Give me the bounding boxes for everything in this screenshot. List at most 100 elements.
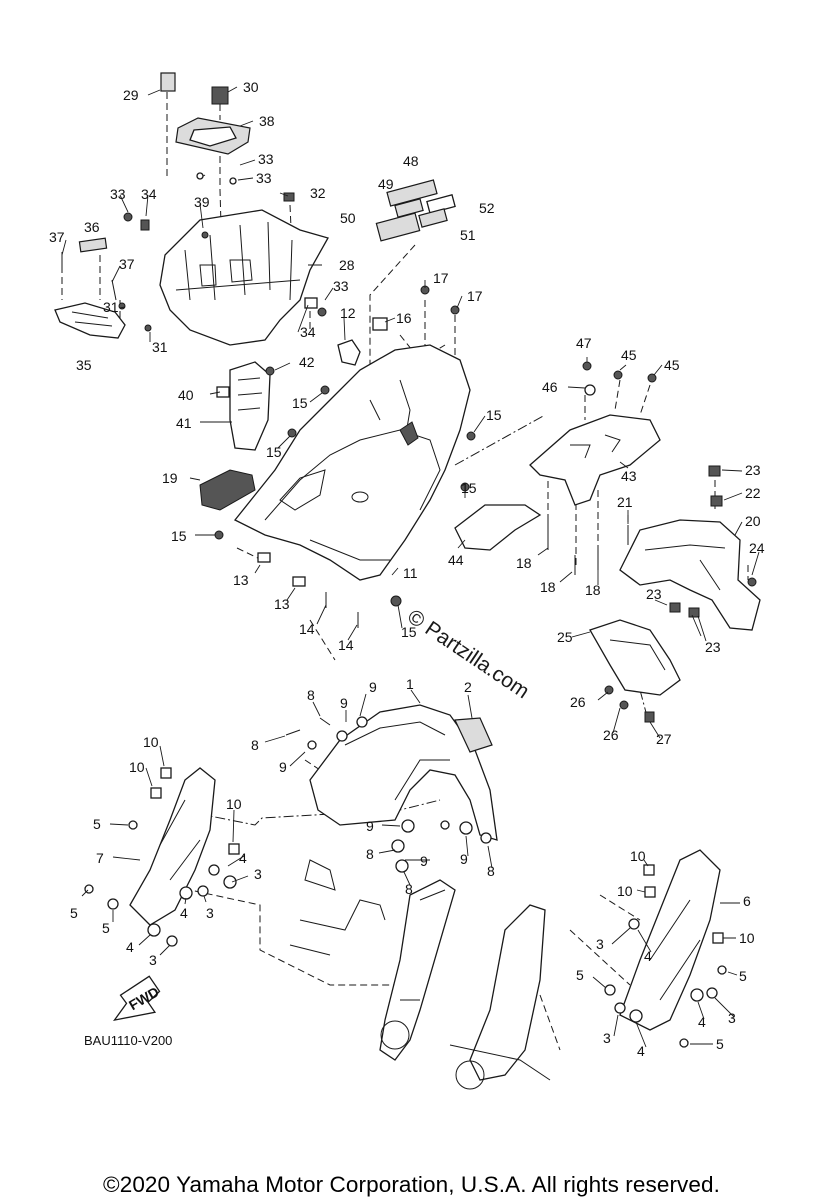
callout: 3 <box>254 866 262 882</box>
part-44-bracket <box>454 504 542 551</box>
callout: 5 <box>93 816 101 832</box>
part-29-pad <box>160 72 176 92</box>
callout: 27 <box>656 731 672 747</box>
callout: 10 <box>630 848 646 864</box>
callout: 17 <box>467 288 483 304</box>
callout: 9 <box>366 818 374 834</box>
callout: 46 <box>542 379 558 395</box>
callout: 10 <box>617 883 633 899</box>
callout: 9 <box>279 759 287 775</box>
callout: 8 <box>251 737 259 753</box>
callout: 45 <box>664 357 680 373</box>
callout: 3 <box>596 936 604 952</box>
callout: 5 <box>102 920 110 936</box>
callout: 9 <box>460 851 468 867</box>
callout: 18 <box>585 582 601 598</box>
callout: 4 <box>180 905 188 921</box>
callout: 39 <box>194 194 210 210</box>
callout: 44 <box>448 552 464 568</box>
callout: 13 <box>274 596 290 612</box>
callout: 4 <box>698 1014 706 1030</box>
callout: 40 <box>178 387 194 403</box>
callout: 35 <box>76 357 92 373</box>
part-12-clip <box>337 339 361 366</box>
callout: 15 <box>461 480 477 496</box>
callout: 31 <box>103 299 119 315</box>
callout: 49 <box>378 176 394 192</box>
callout: 5 <box>716 1036 724 1052</box>
callout: 21 <box>617 494 633 510</box>
callout: 15 <box>171 528 187 544</box>
callout: 33 <box>258 151 274 167</box>
fwd-arrow: FWD <box>112 975 162 1022</box>
copyright-footer: ©2020 Yamaha Motor Corporation, U.S.A. A… <box>103 1172 720 1197</box>
callout: 32 <box>310 185 326 201</box>
callout: 5 <box>576 967 584 983</box>
callout: 47 <box>576 335 592 351</box>
callout: 8 <box>307 687 315 703</box>
callout: 37 <box>49 229 65 245</box>
fork-covers <box>129 767 721 1031</box>
callout: 3 <box>603 1030 611 1046</box>
callout: 23 <box>745 462 761 478</box>
callout: 7 <box>96 850 104 866</box>
hardware <box>61 172 757 723</box>
callout: 29 <box>123 87 139 103</box>
callout: 26 <box>570 694 586 710</box>
callout: 5 <box>70 905 78 921</box>
callout: 14 <box>338 637 354 653</box>
callout: 10 <box>739 930 755 946</box>
callout: 9 <box>340 695 348 711</box>
part-30-pad <box>211 86 229 105</box>
callout: 23 <box>646 586 662 602</box>
callout: 2 <box>464 679 472 695</box>
part-7-fork-cover <box>129 767 216 926</box>
callout: 36 <box>84 219 100 235</box>
callout: 15 <box>266 444 282 460</box>
callout: 24 <box>749 540 765 556</box>
callout: 12 <box>340 305 356 321</box>
stickers <box>375 179 456 242</box>
callout: 15 <box>486 407 502 423</box>
fork-left <box>379 879 456 1061</box>
callout: 30 <box>243 79 259 95</box>
part-2-sticker <box>454 717 493 753</box>
callout: 31 <box>152 339 168 355</box>
callout: 37 <box>119 256 135 272</box>
main-body-cover <box>233 344 471 581</box>
callout: 1 <box>406 676 414 692</box>
part-41-cover <box>229 361 271 451</box>
callout: 8 <box>366 846 374 862</box>
fork-right <box>469 904 546 1081</box>
callout: 15 <box>401 624 417 640</box>
part-43-bracket <box>529 414 661 506</box>
callout: 26 <box>603 727 619 743</box>
part-36-pad <box>78 237 108 253</box>
callout: 4 <box>126 939 134 955</box>
callout: 51 <box>460 227 476 243</box>
callout: 28 <box>339 257 355 273</box>
callout-leaders <box>61 86 760 1048</box>
callout: 34 <box>141 186 157 202</box>
callout: 3 <box>728 1010 736 1026</box>
callout: 10 <box>226 796 242 812</box>
side-brackets <box>454 414 761 696</box>
callout: 45 <box>621 347 637 363</box>
part-19-guard <box>199 469 256 511</box>
callout: 13 <box>233 572 249 588</box>
callout: 52 <box>479 200 495 216</box>
callout: 16 <box>396 310 412 326</box>
callout: 18 <box>540 579 556 595</box>
callout-labels: 29 30 38 33 33 32 33 34 39 37 36 37 28 3… <box>49 79 765 1059</box>
callout: 3 <box>206 905 214 921</box>
callout: 43 <box>621 468 637 484</box>
callout: 33 <box>333 278 349 294</box>
callout: 34 <box>300 324 316 340</box>
callout: 33 <box>110 186 126 202</box>
callout: 33 <box>256 170 272 186</box>
callout: 3 <box>149 952 157 968</box>
callout: 22 <box>745 485 761 501</box>
fender-hardware <box>84 716 727 1048</box>
callout: 4 <box>637 1043 645 1059</box>
callout: 5 <box>739 968 747 984</box>
